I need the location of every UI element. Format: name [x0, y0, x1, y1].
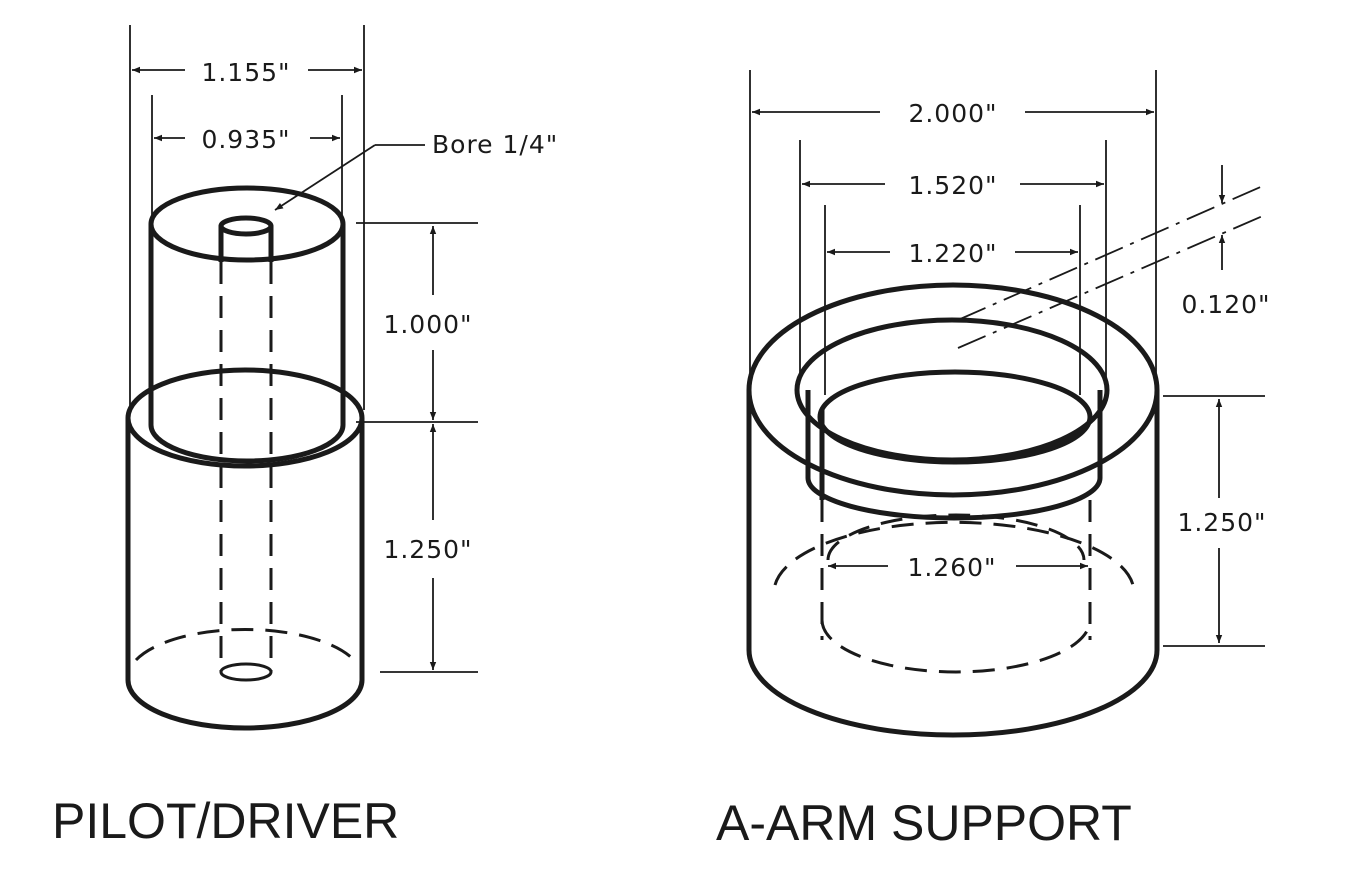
a-arm-support-title: A-ARM SUPPORT [716, 795, 1132, 851]
support-height-label: 1.250" [1177, 508, 1266, 537]
support-counterbore [794, 317, 1110, 521]
support-body [746, 282, 1160, 738]
support-wall-thickness-label: 0.120" [1181, 290, 1270, 319]
bore-label: Bore 1/4" [432, 130, 558, 159]
support-inner-diameter-label: 1.220" [908, 239, 997, 268]
pilot-driver-part: 1.155" 0.935" Bore 1/4" 1.000" 1.250" [125, 25, 558, 731]
support-counterbore-label: 1.520" [908, 171, 997, 200]
pilot-body [125, 367, 365, 731]
pilot-driver-title: PILOT/DRIVER [52, 793, 399, 849]
pilot-body-height-label: 1.250" [383, 535, 472, 564]
pilot-diameter-label: 0.935" [201, 125, 290, 154]
pilot-height-label: 1.000" [383, 310, 472, 339]
support-bottom-bore-label: 1.260" [907, 553, 996, 582]
pilot-outer-diameter-label: 1.155" [201, 58, 290, 87]
a-arm-support-part: 2.000" 1.520" 1.220" 0.120" 1.250" 1.260… [746, 70, 1270, 738]
pilot-dimensions [129, 25, 478, 673]
pilot-cylinder [148, 185, 346, 464]
support-dimensions [749, 70, 1266, 647]
support-outer-diameter-label: 2.000" [908, 99, 997, 128]
support-bore-hidden [820, 500, 1092, 674]
pilot-bore [218, 215, 274, 682]
